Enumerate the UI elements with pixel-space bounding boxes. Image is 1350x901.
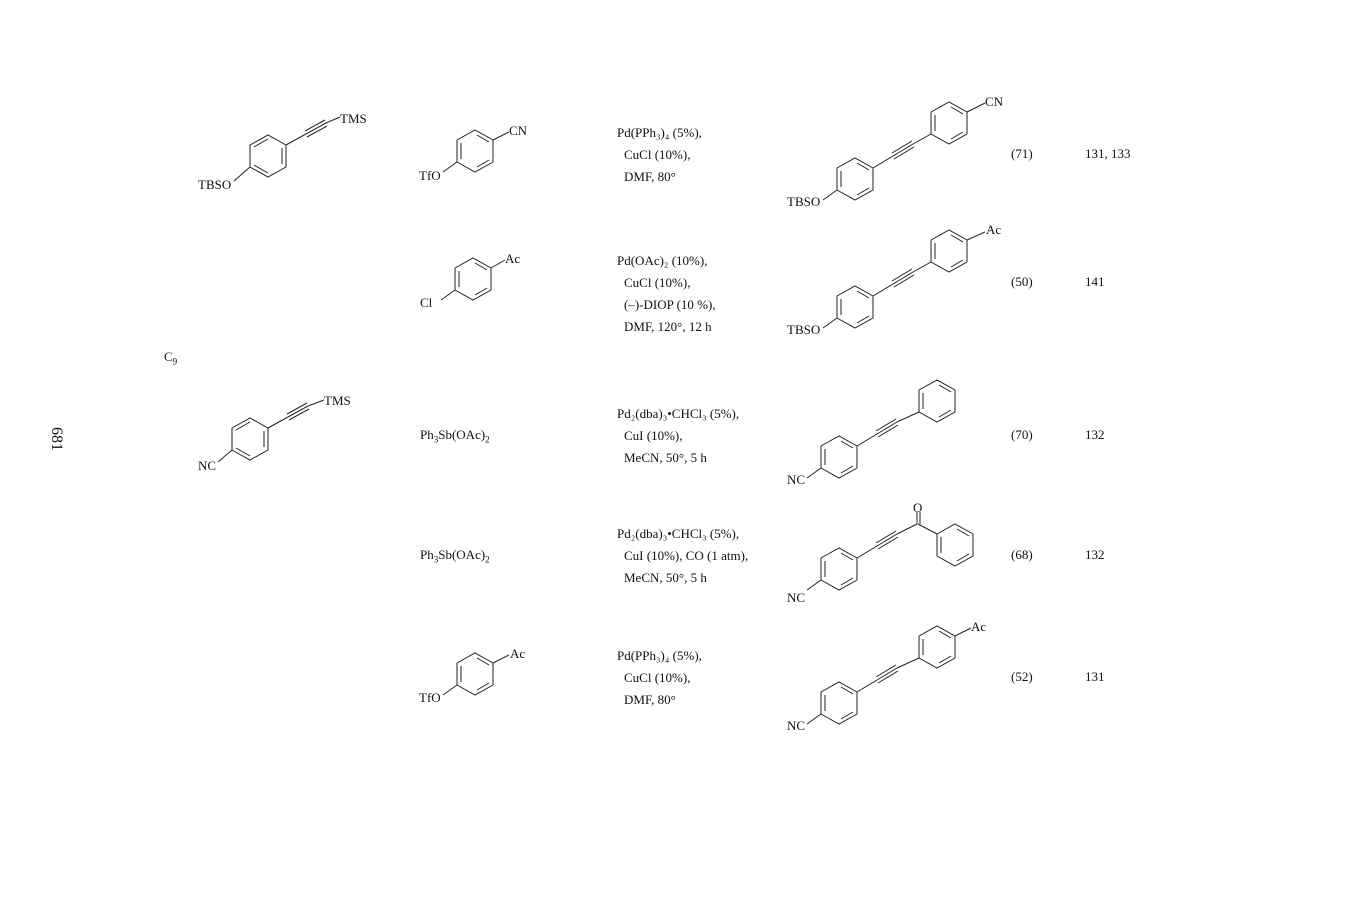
row4-yield: (68) xyxy=(1011,547,1033,562)
row1-partner-tfo-benzonitrile: CN TfO xyxy=(419,123,528,183)
ac-label: Ac xyxy=(510,646,525,661)
ac-label: Ac xyxy=(971,619,986,634)
nc-label: NC xyxy=(787,718,805,733)
cl-label: Cl xyxy=(420,295,433,310)
row5-partner-tfo-acetophenone: Ac TfO xyxy=(419,646,525,705)
page-number: 681 xyxy=(48,427,65,451)
row4-conditions: Pd₂(dba)₃•CHCl₃ (5%), CuI (10%), CO (1 a… xyxy=(617,526,749,585)
reactant-nc-aryl-alkyne-structure: TMS NC xyxy=(198,393,351,473)
row2-refs: 141 xyxy=(1085,274,1105,289)
tfo-label: TfO xyxy=(419,168,441,183)
row1-yield: (71) xyxy=(1011,146,1033,161)
row3-product-structure: NC xyxy=(787,379,956,487)
row1-conditions: Pd(PPh₃)₄ (5%), CuCl (10%), DMF, 80° xyxy=(617,125,702,184)
carbon-group-label: C9 xyxy=(164,349,178,367)
row4-refs: 132 xyxy=(1085,547,1105,562)
ac-label: Ac xyxy=(505,251,520,266)
tfo-label: TfO xyxy=(419,690,441,705)
row2-yield: (50) xyxy=(1011,274,1033,289)
row1-refs: 131, 133 xyxy=(1085,146,1131,161)
tbso-label: TBSO xyxy=(787,194,820,209)
row4-partner-triphenylantimony-diacetate: Ph3Sb(OAc)2 xyxy=(420,547,490,565)
row4-product-structure: O NC xyxy=(787,500,974,605)
cn-label: CN xyxy=(509,123,528,138)
row5-conditions: Pd(PPh₃)₄ (5%), CuCl (10%), DMF, 80° xyxy=(617,648,702,707)
row3-partner-triphenylantimony-diacetate: Ph3Sb(OAc)2 xyxy=(420,427,490,445)
cn-label: CN xyxy=(985,94,1004,109)
tbso-label: TBSO xyxy=(198,177,231,192)
row2-product-structure: Ac TBSO xyxy=(787,222,1001,337)
row5-refs: 131 xyxy=(1085,669,1105,684)
row5-yield: (52) xyxy=(1011,669,1033,684)
row3-yield: (70) xyxy=(1011,427,1033,442)
row2-conditions: Pd(OAc)₂ (10%), CuCl (10%), (–)-DIOP (10… xyxy=(617,253,716,334)
tms-label: TMS xyxy=(340,111,367,126)
row3-refs: 132 xyxy=(1085,427,1105,442)
nc-label: NC xyxy=(787,590,805,605)
ac-label: Ac xyxy=(986,222,1001,237)
row5-product-structure: Ac NC xyxy=(787,619,986,733)
row2-partner-chloroacetophenone: Ac Cl xyxy=(420,251,520,310)
row1-product-structure: CN TBSO xyxy=(787,94,1004,209)
tbso-label: TBSO xyxy=(787,322,820,337)
row3-conditions: Pd₂(dba)₃•CHCl₃ (5%), CuI (10%), MeCN, 5… xyxy=(617,406,740,465)
carbonyl-o-label: O xyxy=(913,500,922,515)
tms-label: TMS xyxy=(324,393,351,408)
nc-label: NC xyxy=(787,472,805,487)
reactant-tbso-aryl-alkyne-structure: TMS TBSO xyxy=(198,111,367,192)
nc-label: NC xyxy=(198,458,216,473)
